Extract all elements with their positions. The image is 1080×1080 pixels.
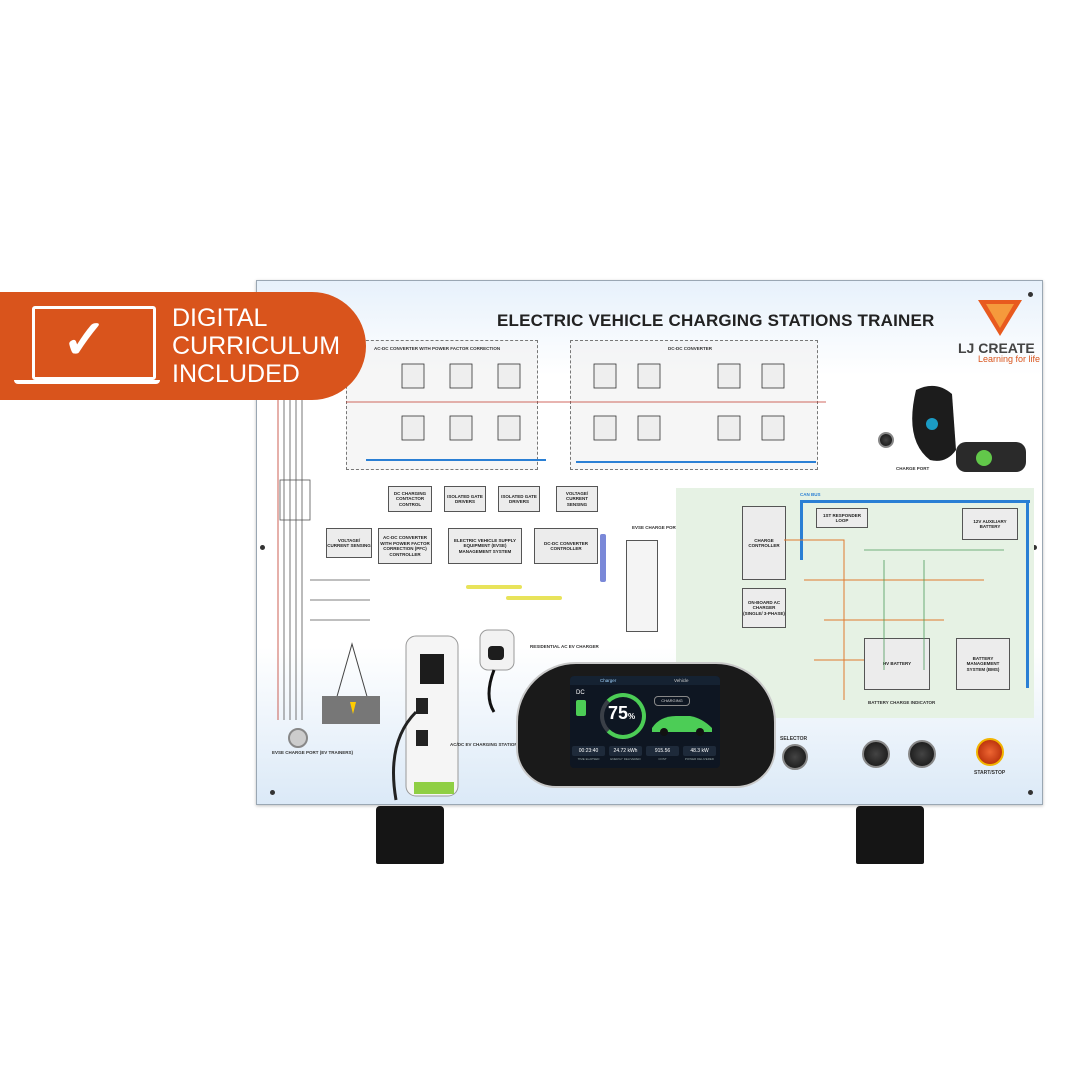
ev-charge-connector-icon bbox=[912, 385, 1026, 472]
charging-status-badge: CHARGING bbox=[654, 696, 690, 706]
charging-cable-highlight bbox=[466, 585, 522, 589]
evse-port-block bbox=[626, 540, 658, 632]
voltage-current-sensing-block: VOLTAGE/ CURRENT SENSING bbox=[556, 486, 598, 512]
charge-port-label: CHARGE PORT bbox=[896, 466, 930, 471]
hmi-mode: DC bbox=[576, 690, 585, 696]
isolated-gate-drivers-block: ISOLATED GATE DRIVERS bbox=[444, 486, 486, 512]
charging-station-icon bbox=[392, 635, 459, 801]
selector-knob[interactable] bbox=[782, 744, 808, 770]
stand-leg-left bbox=[376, 806, 444, 864]
charge-percent-value: 75 bbox=[608, 703, 629, 723]
digital-curriculum-banner: ✓ DIGITAL CURRICULUM INCLUDED bbox=[0, 292, 366, 400]
screw bbox=[1032, 545, 1037, 550]
charging-cable-highlight bbox=[506, 596, 562, 600]
board-title: ELECTRIC VEHICLE CHARGING STATIONS TRAIN… bbox=[497, 311, 935, 330]
hmi-tab-charger[interactable]: Charger bbox=[600, 678, 617, 683]
banner-line: CURRICULUM bbox=[172, 332, 341, 360]
banner-text: DIGITAL CURRICULUM INCLUDED bbox=[172, 304, 340, 388]
can-bus-line bbox=[800, 500, 1030, 503]
residential-charger-label: RESIDENTIAL AC EV CHARGER bbox=[530, 644, 599, 649]
input-wiring-diagram bbox=[277, 400, 370, 720]
aux-battery-block: 12V AUXILIARY BATTERY bbox=[962, 508, 1018, 540]
lj-create-logo-icon bbox=[978, 298, 1022, 336]
charging-station-label: AC/DC EV CHARGING STATION bbox=[450, 742, 518, 747]
check-icon: ✓ bbox=[62, 310, 108, 370]
dcdc-controller-block: DC-DC CONVERTER CONTROLLER bbox=[534, 528, 598, 564]
screw bbox=[270, 790, 275, 795]
voltage-current-sensing-left-block: VOLTAGE/ CURRENT SENSING bbox=[326, 528, 372, 558]
acdc-pfc-controller-block: AC-DC CONVERTER WITH POWER FACTOR CORREC… bbox=[378, 528, 432, 564]
vehicle-icon bbox=[652, 716, 712, 736]
screw bbox=[1028, 292, 1033, 297]
charge-percent-sign: % bbox=[628, 712, 636, 721]
power-grid-icon bbox=[322, 642, 380, 724]
dcdc-converter-region bbox=[570, 340, 818, 470]
isolated-gate-drivers-block: ISOLATED GATE DRIVERS bbox=[498, 486, 540, 512]
charge-controller-block: CHARGE CONTROLLER bbox=[742, 506, 786, 580]
acdc-converter-region bbox=[346, 340, 538, 470]
stand-leg-right bbox=[856, 806, 924, 864]
hv-battery-block: HV BATTERY bbox=[864, 638, 930, 690]
stat-time-elapsed: 00:23:40 bbox=[572, 746, 605, 756]
battery-charge-indicator-label: BATTERY CHARGE INDICATOR bbox=[868, 700, 936, 705]
banner-line: DIGITAL bbox=[172, 304, 268, 332]
residential-charger-icon bbox=[479, 629, 515, 713]
start-stop-button[interactable] bbox=[976, 738, 1004, 766]
stat-label: TIME ELAPSED bbox=[577, 757, 600, 761]
stat-label: POWER DELIVERED bbox=[684, 757, 715, 761]
acdc-region-title: AC-DC CONVERTER WITH POWER FACTOR CORREC… bbox=[374, 346, 501, 351]
evse-management-block: ELECTRIC VEHICLE SUPPLY EQUIPMENT (EVSE)… bbox=[448, 528, 522, 564]
selector-label: SELECTOR bbox=[780, 736, 808, 742]
logo-name: LJ CREATE bbox=[958, 340, 1035, 356]
can-bus-line bbox=[800, 500, 803, 560]
power-switch-diagram bbox=[346, 363, 826, 463]
charge-percent: 75% bbox=[608, 703, 635, 724]
stat-cost: 915.56 bbox=[646, 746, 679, 756]
control-knob-1[interactable] bbox=[862, 740, 890, 768]
first-responder-loop-block: 1ST RESPONDER LOOP bbox=[816, 508, 868, 528]
stat-power-delivered: 48.3 kW bbox=[683, 746, 716, 756]
screw bbox=[1028, 790, 1033, 795]
evse-charge-port-ev-label: EVSE CHARGE PORT (EV TRAINERS) bbox=[272, 750, 354, 755]
laptop-base bbox=[14, 380, 160, 384]
laptop-check-icon bbox=[32, 306, 156, 380]
start-stop-label: START/STOP bbox=[974, 770, 1006, 776]
hmi-top-bar bbox=[570, 676, 720, 685]
isolation-transformer bbox=[600, 534, 606, 582]
dcdc-region-title: DC-DC CONVERTER bbox=[668, 346, 713, 351]
charging-plug-icon bbox=[576, 700, 586, 716]
charge-port-button[interactable] bbox=[878, 432, 894, 448]
stat-label: ENERGY DELIVERED bbox=[610, 757, 641, 761]
bms-block: BATTERY MANAGEMENT SYSTEM (BMS) bbox=[956, 638, 1010, 690]
hmi-tab-vehicle[interactable]: Vehicle bbox=[674, 678, 689, 683]
charge-ring-icon bbox=[600, 693, 646, 739]
dc-charging-contactor-block: DC CHARGING CONTACTOR CONTROL bbox=[388, 486, 432, 512]
screw bbox=[260, 545, 265, 550]
evse-charge-port-socket[interactable] bbox=[288, 728, 308, 748]
onboard-ac-charger-block: ON-BOARD AC CHARGER (SINGLE/ 3-PHASE) bbox=[742, 588, 786, 628]
can-bus-line bbox=[1026, 500, 1029, 688]
control-knob-2[interactable] bbox=[908, 740, 936, 768]
evse-port-label: EVSE CHARGE PORT bbox=[632, 525, 679, 530]
stat-label: COST bbox=[658, 757, 667, 761]
banner-line: INCLUDED bbox=[172, 360, 300, 388]
logo-tagline: Learning for life bbox=[978, 354, 1041, 364]
hmi-screen[interactable]: Charger Vehicle DC 75% CHARGING 00:23:40… bbox=[570, 676, 720, 768]
stat-energy-delivered: 24.72 kWh bbox=[609, 746, 642, 756]
can-bus-label: CAN BUS bbox=[800, 492, 821, 497]
vehicle-wiring-diagram bbox=[784, 539, 1004, 700]
